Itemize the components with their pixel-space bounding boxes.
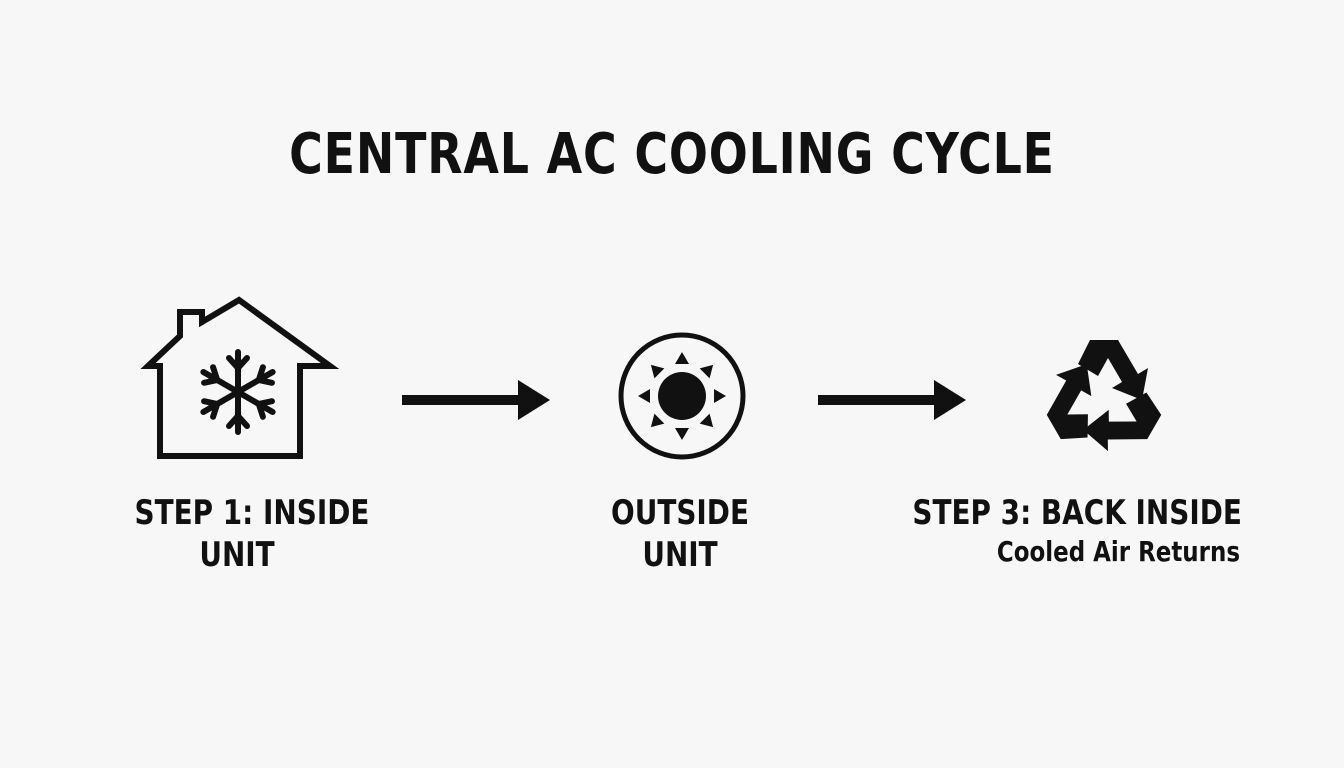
step1-caption: STEP 1: INSIDE UNIT bbox=[112, 492, 370, 576]
recycle-arrows-icon bbox=[1046, 340, 1162, 452]
sun-circle-icon bbox=[618, 332, 746, 460]
step3-caption: STEP 3: BACK INSIDE Cooled Air Returns bbox=[880, 492, 1242, 570]
step2-label-line1: OUTSIDE bbox=[610, 493, 749, 533]
step2-label-line2: UNIT bbox=[642, 535, 718, 575]
step1-label-line2: UNIT bbox=[199, 535, 275, 575]
step2-caption: OUTSIDE UNIT bbox=[560, 492, 800, 576]
step1-label-line1: STEP 1: INSIDE bbox=[134, 493, 370, 533]
step3-sublabel: Cooled Air Returns bbox=[996, 535, 1240, 568]
flow-arrow-2 bbox=[818, 380, 966, 420]
house-snowflake-icon bbox=[140, 296, 340, 459]
diagram-title: CENTRAL AC COOLING CYCLE bbox=[289, 122, 1055, 187]
step3-label-line1: STEP 3: BACK INSIDE bbox=[912, 493, 1242, 533]
flow-arrow-1 bbox=[402, 380, 550, 420]
